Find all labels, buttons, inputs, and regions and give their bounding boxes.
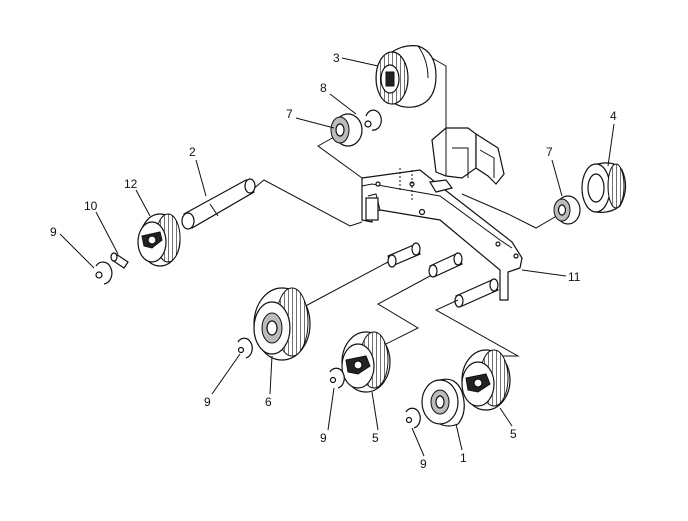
frame-bracket <box>361 127 523 301</box>
callout-8: 8 <box>320 81 327 95</box>
eclip-part-9-left <box>95 261 113 285</box>
shaft-part-2 <box>181 178 256 230</box>
clip-part-8 <box>364 109 382 131</box>
roller-part-1 <box>421 378 465 427</box>
callout-12: 12 <box>124 177 138 191</box>
roller-part-3 <box>375 45 437 108</box>
eclip-part-9-gear5 <box>329 367 345 389</box>
callout-9-roller1: 9 <box>420 457 427 471</box>
gear-part-12 <box>137 213 181 267</box>
callout-9-gear6: 9 <box>204 395 211 409</box>
callout-1: 1 <box>460 451 467 465</box>
callout-7-right: 7 <box>546 145 553 159</box>
assembly-guide-lines <box>251 57 561 357</box>
eclip-part-9-gear6 <box>237 337 253 359</box>
pulley-part-7-right <box>553 195 581 225</box>
frame-pin-right <box>454 278 499 308</box>
callout-4: 4 <box>610 109 617 123</box>
gear-part-5-middle <box>341 331 391 393</box>
callout-9-gear5: 9 <box>320 431 327 445</box>
callout-9-left: 9 <box>50 225 57 239</box>
gear-part-6 <box>253 287 311 361</box>
callout-5-middle: 5 <box>372 431 379 445</box>
callout-11: 11 <box>568 270 581 284</box>
callout-6: 6 <box>265 395 272 409</box>
frame-pin-middle <box>428 252 463 278</box>
callout-3: 3 <box>333 51 340 65</box>
callout-5-right: 5 <box>510 427 517 441</box>
roller-4-ribbed-edge <box>607 163 625 209</box>
leader-lines <box>59 57 615 457</box>
pulley-part-7-left <box>330 113 363 147</box>
callout-7-left: 7 <box>286 107 293 121</box>
eclip-part-9-roller1 <box>405 407 421 429</box>
gear-part-5-right <box>461 349 511 411</box>
frame-pin-left <box>387 242 421 268</box>
callout-10: 10 <box>84 199 98 213</box>
pin-part-10 <box>110 252 129 269</box>
roller-part-4 <box>581 162 627 213</box>
callout-2: 2 <box>189 145 196 159</box>
